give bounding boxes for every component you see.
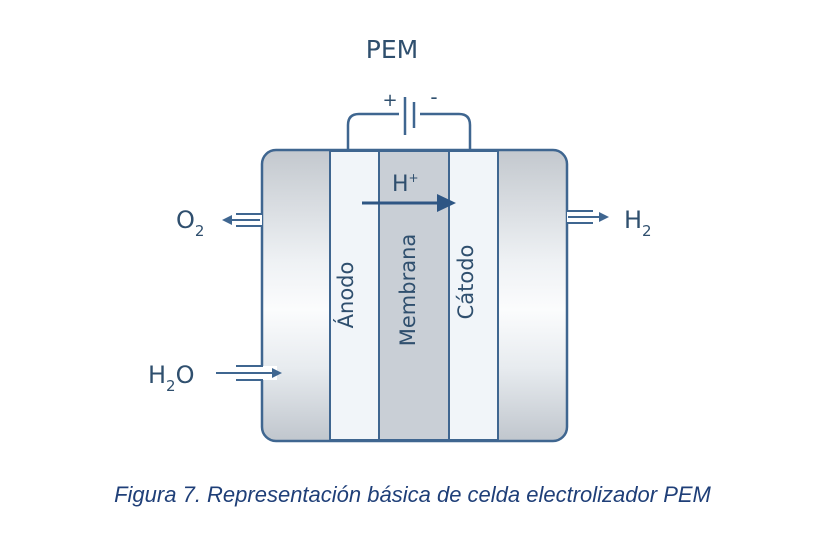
pem-cell-diagram: PEM + - Ánodo Membrana Cátodo H+ O2 — [148, 35, 652, 443]
oxygen-outlet-icon — [222, 213, 263, 227]
water-input-label: H2O — [148, 361, 194, 395]
membrane-label: Membrana — [396, 234, 420, 347]
power-wire — [346, 112, 472, 150]
battery-minus-sign: - — [430, 85, 437, 109]
diagram-title: PEM — [366, 35, 418, 64]
battery-icon — [403, 97, 416, 135]
proton-arrow-icon — [362, 194, 456, 212]
water-inlet-icon — [216, 365, 282, 381]
cathode-layer — [448, 150, 499, 441]
figure-caption: Figura 7. Representación básica de celda… — [114, 482, 711, 507]
oxygen-output-label: O2 — [176, 206, 204, 240]
battery-plus-sign: + — [382, 90, 397, 111]
anode-layer — [329, 150, 380, 441]
hydrogen-outlet-icon — [566, 210, 609, 224]
proton-label: H+ — [392, 171, 419, 197]
cathode-label: Cátodo — [454, 245, 478, 320]
anode-label: Ánodo — [333, 262, 358, 329]
hydrogen-output-label: H2 — [624, 206, 652, 240]
